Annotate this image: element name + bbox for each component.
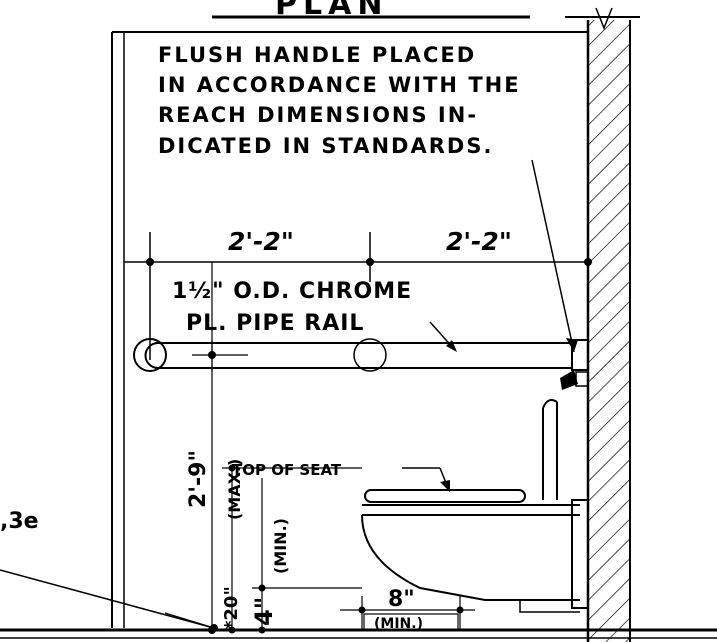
flush-note-line-4: DICATED IN STANDARDS. [158, 134, 493, 158]
height-20-label: *20" [221, 586, 242, 630]
grab-bar [133, 338, 589, 372]
toilet-wall-carrier [571, 499, 589, 609]
height-max-tag: (MAX.) [225, 459, 244, 520]
reference-note: ,3e [0, 509, 39, 534]
height-max-dot-top [208, 351, 216, 359]
rail-note-line-1: 1½" O.D. CHROME [172, 279, 412, 304]
gap-8-label: 8" [388, 587, 415, 612]
height-max-label: 2'-9" [186, 450, 211, 508]
height-min-label: 4" [250, 597, 278, 626]
top-of-seat-label: TOP OF SEAT [232, 461, 342, 479]
seat-leader-arrow-icon [440, 480, 450, 492]
gap-8-tag-box [363, 613, 459, 631]
dim-right-label: 2'-2" [446, 227, 512, 256]
dim-dot-left [146, 258, 154, 266]
rail-wall-flange [571, 339, 589, 371]
flush-handle [560, 370, 589, 390]
toilet [361, 489, 589, 613]
seat-height-dot-top [228, 464, 236, 472]
right-wall-hatch [588, 20, 630, 642]
gap-8-tag: (MIN.) [374, 616, 423, 632]
seat-height-dot-bottom [228, 626, 236, 634]
gap-8-dot-right [456, 606, 464, 614]
flush-pipe [542, 399, 558, 500]
flush-note-line-2: IN ACCORDANCE WITH THE [158, 73, 521, 97]
height-min-dot-top [258, 584, 266, 592]
reference-leader [0, 569, 215, 629]
plan-title: PLAN [275, 0, 388, 22]
rail-flange-left-icon [133, 338, 167, 372]
toilet-seat-lid [364, 489, 526, 503]
rail-support-center-icon [353, 338, 387, 372]
rail-note-line-2: PL. PIPE RAIL [186, 311, 364, 336]
reference-leader-dot [210, 624, 218, 632]
height-min-dot-bottom [258, 626, 266, 634]
flush-note-line-3: REACH DIMENSIONS IN- [158, 103, 478, 127]
gap-8-dot-left [358, 606, 366, 614]
flush-note-line-1: FLUSH HANDLE PLACED [158, 43, 476, 67]
dim-dot-center [366, 258, 374, 266]
dim-dot-right [584, 258, 592, 266]
toilet-bowl [361, 514, 580, 601]
rail-leader-arrow-icon [446, 340, 457, 352]
height-min-tag: (MIN.) [271, 518, 290, 574]
dim-left-label: 2'-2" [228, 227, 294, 256]
flush-leader [531, 159, 575, 353]
